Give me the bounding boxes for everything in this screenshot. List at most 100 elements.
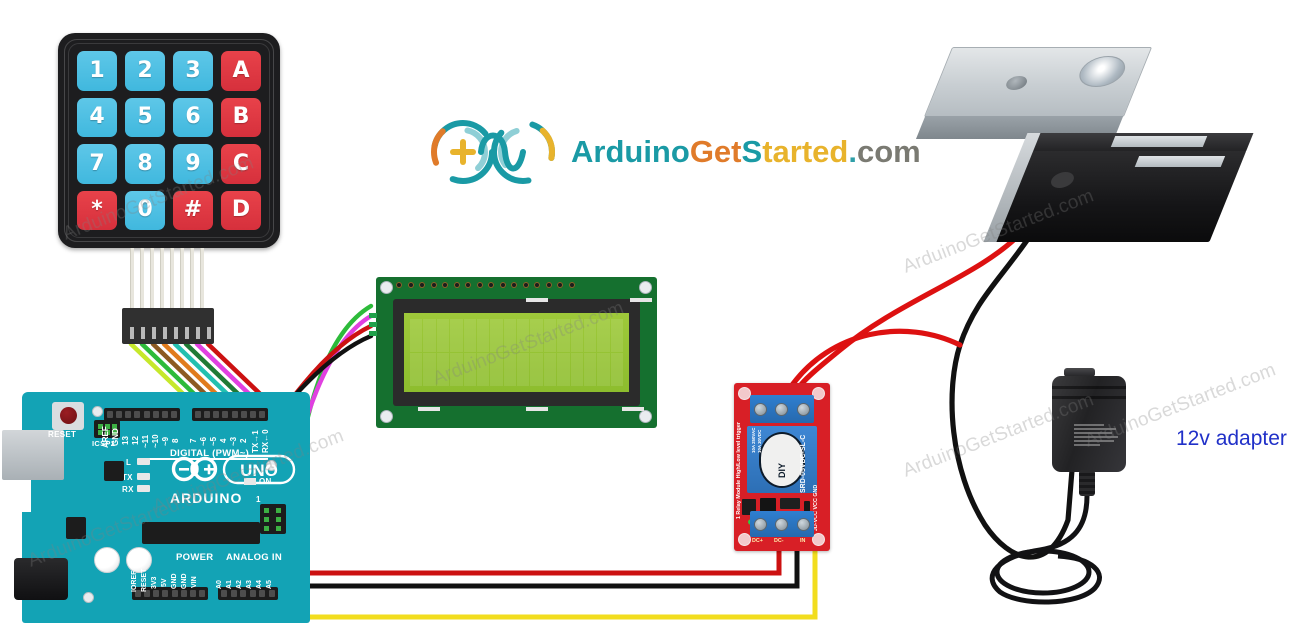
keypad-key[interactable]: 6 xyxy=(173,97,213,137)
maglock-end-cap xyxy=(983,133,1041,242)
analog-header[interactable] xyxy=(218,587,278,600)
digital-pin-label: GND xyxy=(111,428,120,446)
logo-part-com: com xyxy=(856,134,921,169)
keypad-key[interactable]: 8 xyxy=(125,144,165,184)
adapter-body xyxy=(1052,376,1126,472)
keypad-key[interactable]: C xyxy=(221,144,261,184)
keypad-key[interactable]: 7 xyxy=(77,144,117,184)
mounting-hole xyxy=(738,533,751,546)
relay-diode xyxy=(804,501,810,513)
lcd-screen xyxy=(404,313,629,392)
bezel-tab xyxy=(526,407,548,411)
relay-output-terminal[interactable] xyxy=(750,395,814,423)
usb-connector[interactable] xyxy=(2,430,64,480)
screw-terminal-com xyxy=(775,402,789,416)
digital-pin-label: RX←0 xyxy=(261,429,270,453)
plate-countersink-hole xyxy=(1073,56,1131,87)
lcd-bezel xyxy=(393,299,640,406)
keypad-module: 1 2 3 A 4 5 6 B 7 8 9 C * 0 # D xyxy=(58,33,280,248)
mounting-hole xyxy=(639,410,652,423)
keypad-key[interactable]: # xyxy=(173,190,213,230)
keypad-key[interactable]: 4 xyxy=(77,97,117,137)
digital-pin-label: 7 xyxy=(189,438,198,443)
maglock-armature-plate xyxy=(915,47,1153,139)
lcd-character-cells xyxy=(410,319,623,386)
keypad-key[interactable]: 2 xyxy=(125,51,165,91)
relay-can: DIY SRD-05VDC-SL-C 10A 250VAC 10A 30VDC xyxy=(747,426,817,493)
voltage-regulator xyxy=(66,517,86,539)
relay-input-terminal[interactable] xyxy=(750,511,814,537)
keypad-ribbon-cable xyxy=(128,248,206,310)
keypad-key-grid: 1 2 3 A 4 5 6 B 7 8 9 C * 0 # D xyxy=(77,51,261,230)
digital-header-left[interactable] xyxy=(104,408,180,421)
analog-pin-label: A0 xyxy=(216,580,223,589)
digital-pin-label: ~5 xyxy=(209,436,218,446)
analog-pin-label: A3 xyxy=(246,580,253,589)
keypad-key[interactable]: * xyxy=(77,190,117,230)
icsp2-header[interactable] xyxy=(94,420,120,438)
keypad-key[interactable]: 0 xyxy=(125,190,165,230)
arduino-uno-board: RESET ICSP2 AREF GND 13 12 ~11 ~10 ~9 8 … xyxy=(2,392,310,623)
digital-pin-label: ~9 xyxy=(161,436,170,446)
screw-terminal-nc xyxy=(796,402,810,416)
electrolytic-capacitor xyxy=(94,547,120,573)
adapter-rating-label xyxy=(1074,424,1122,466)
power-pin-label: 3V3 xyxy=(151,576,158,589)
analog-pin-label: A2 xyxy=(236,580,243,589)
keypad-key[interactable]: 9 xyxy=(173,144,213,184)
electrolytic-capacitor xyxy=(126,547,152,573)
led-tx xyxy=(137,473,150,480)
board-notch xyxy=(22,468,31,512)
adapter-strain-relief xyxy=(1079,470,1095,496)
analog-section-label: ANALOG IN xyxy=(226,552,283,563)
logo-part-tarted: tarted xyxy=(762,134,849,169)
relay-rating-label: 10A 30VDC xyxy=(757,429,762,453)
digital-pin-label: 4 xyxy=(219,438,228,443)
arduino-infinity-logo: UNO xyxy=(168,454,296,488)
screw-terminal-dcplus xyxy=(754,517,768,531)
lcd-pin-header[interactable] xyxy=(396,282,575,288)
keypad-key[interactable]: 5 xyxy=(125,97,165,137)
digital-header-right[interactable] xyxy=(192,408,268,421)
power-adapter xyxy=(1042,362,1126,496)
bezel-tab xyxy=(526,298,548,302)
lcd-i2c-pins[interactable] xyxy=(369,313,377,343)
screw-terminal-in xyxy=(796,517,810,531)
atmega-microcontroller xyxy=(142,522,260,544)
bezel-tab xyxy=(622,407,644,411)
led-l-label: L xyxy=(126,458,132,467)
icsp-pin1-label: 1 xyxy=(256,495,261,504)
digital-pin-label: 13 xyxy=(121,436,130,445)
digital-pin-label: 12 xyxy=(131,436,140,445)
screw-terminal-dcminus xyxy=(775,517,789,531)
digital-section-label: DIGITAL (PWM~) xyxy=(170,448,250,459)
keypad-key[interactable]: A xyxy=(221,51,261,91)
logo-part-s: S xyxy=(741,134,763,169)
keypad-key[interactable]: B xyxy=(221,97,261,137)
reset-button[interactable] xyxy=(52,402,84,430)
digital-pin-label: 8 xyxy=(171,438,180,443)
led-tx-label: TX xyxy=(122,473,133,482)
keypad-key[interactable]: D xyxy=(221,190,261,230)
adapter-prong xyxy=(1064,368,1095,377)
keypad-bezel-inner xyxy=(68,43,270,238)
relay-brand-label: DIY xyxy=(777,462,787,478)
screw-terminal-no xyxy=(754,402,768,416)
icsp-header[interactable] xyxy=(260,504,286,534)
led-l xyxy=(137,458,150,465)
keypad-connector xyxy=(122,308,214,344)
logo-wordmark: ArduinoGetStarted.com xyxy=(571,134,921,170)
keypad-key[interactable]: 3 xyxy=(173,51,213,91)
mounting-hole xyxy=(266,460,277,471)
analog-pin-label: A5 xyxy=(266,580,273,589)
arduino-infinity-icon xyxy=(431,120,555,184)
keypad-key[interactable]: 1 xyxy=(77,51,117,91)
maglock-positive-wire xyxy=(797,229,1025,389)
digital-pin-label: ~6 xyxy=(199,436,208,446)
power-header[interactable] xyxy=(132,587,208,600)
bezel-tab xyxy=(630,298,652,302)
digital-pin-label: TX→1 xyxy=(251,430,260,453)
relay-rating-label: 10A 250VAC xyxy=(751,427,756,453)
logo-part-get: Get xyxy=(689,134,742,169)
power-jack[interactable] xyxy=(14,558,68,600)
